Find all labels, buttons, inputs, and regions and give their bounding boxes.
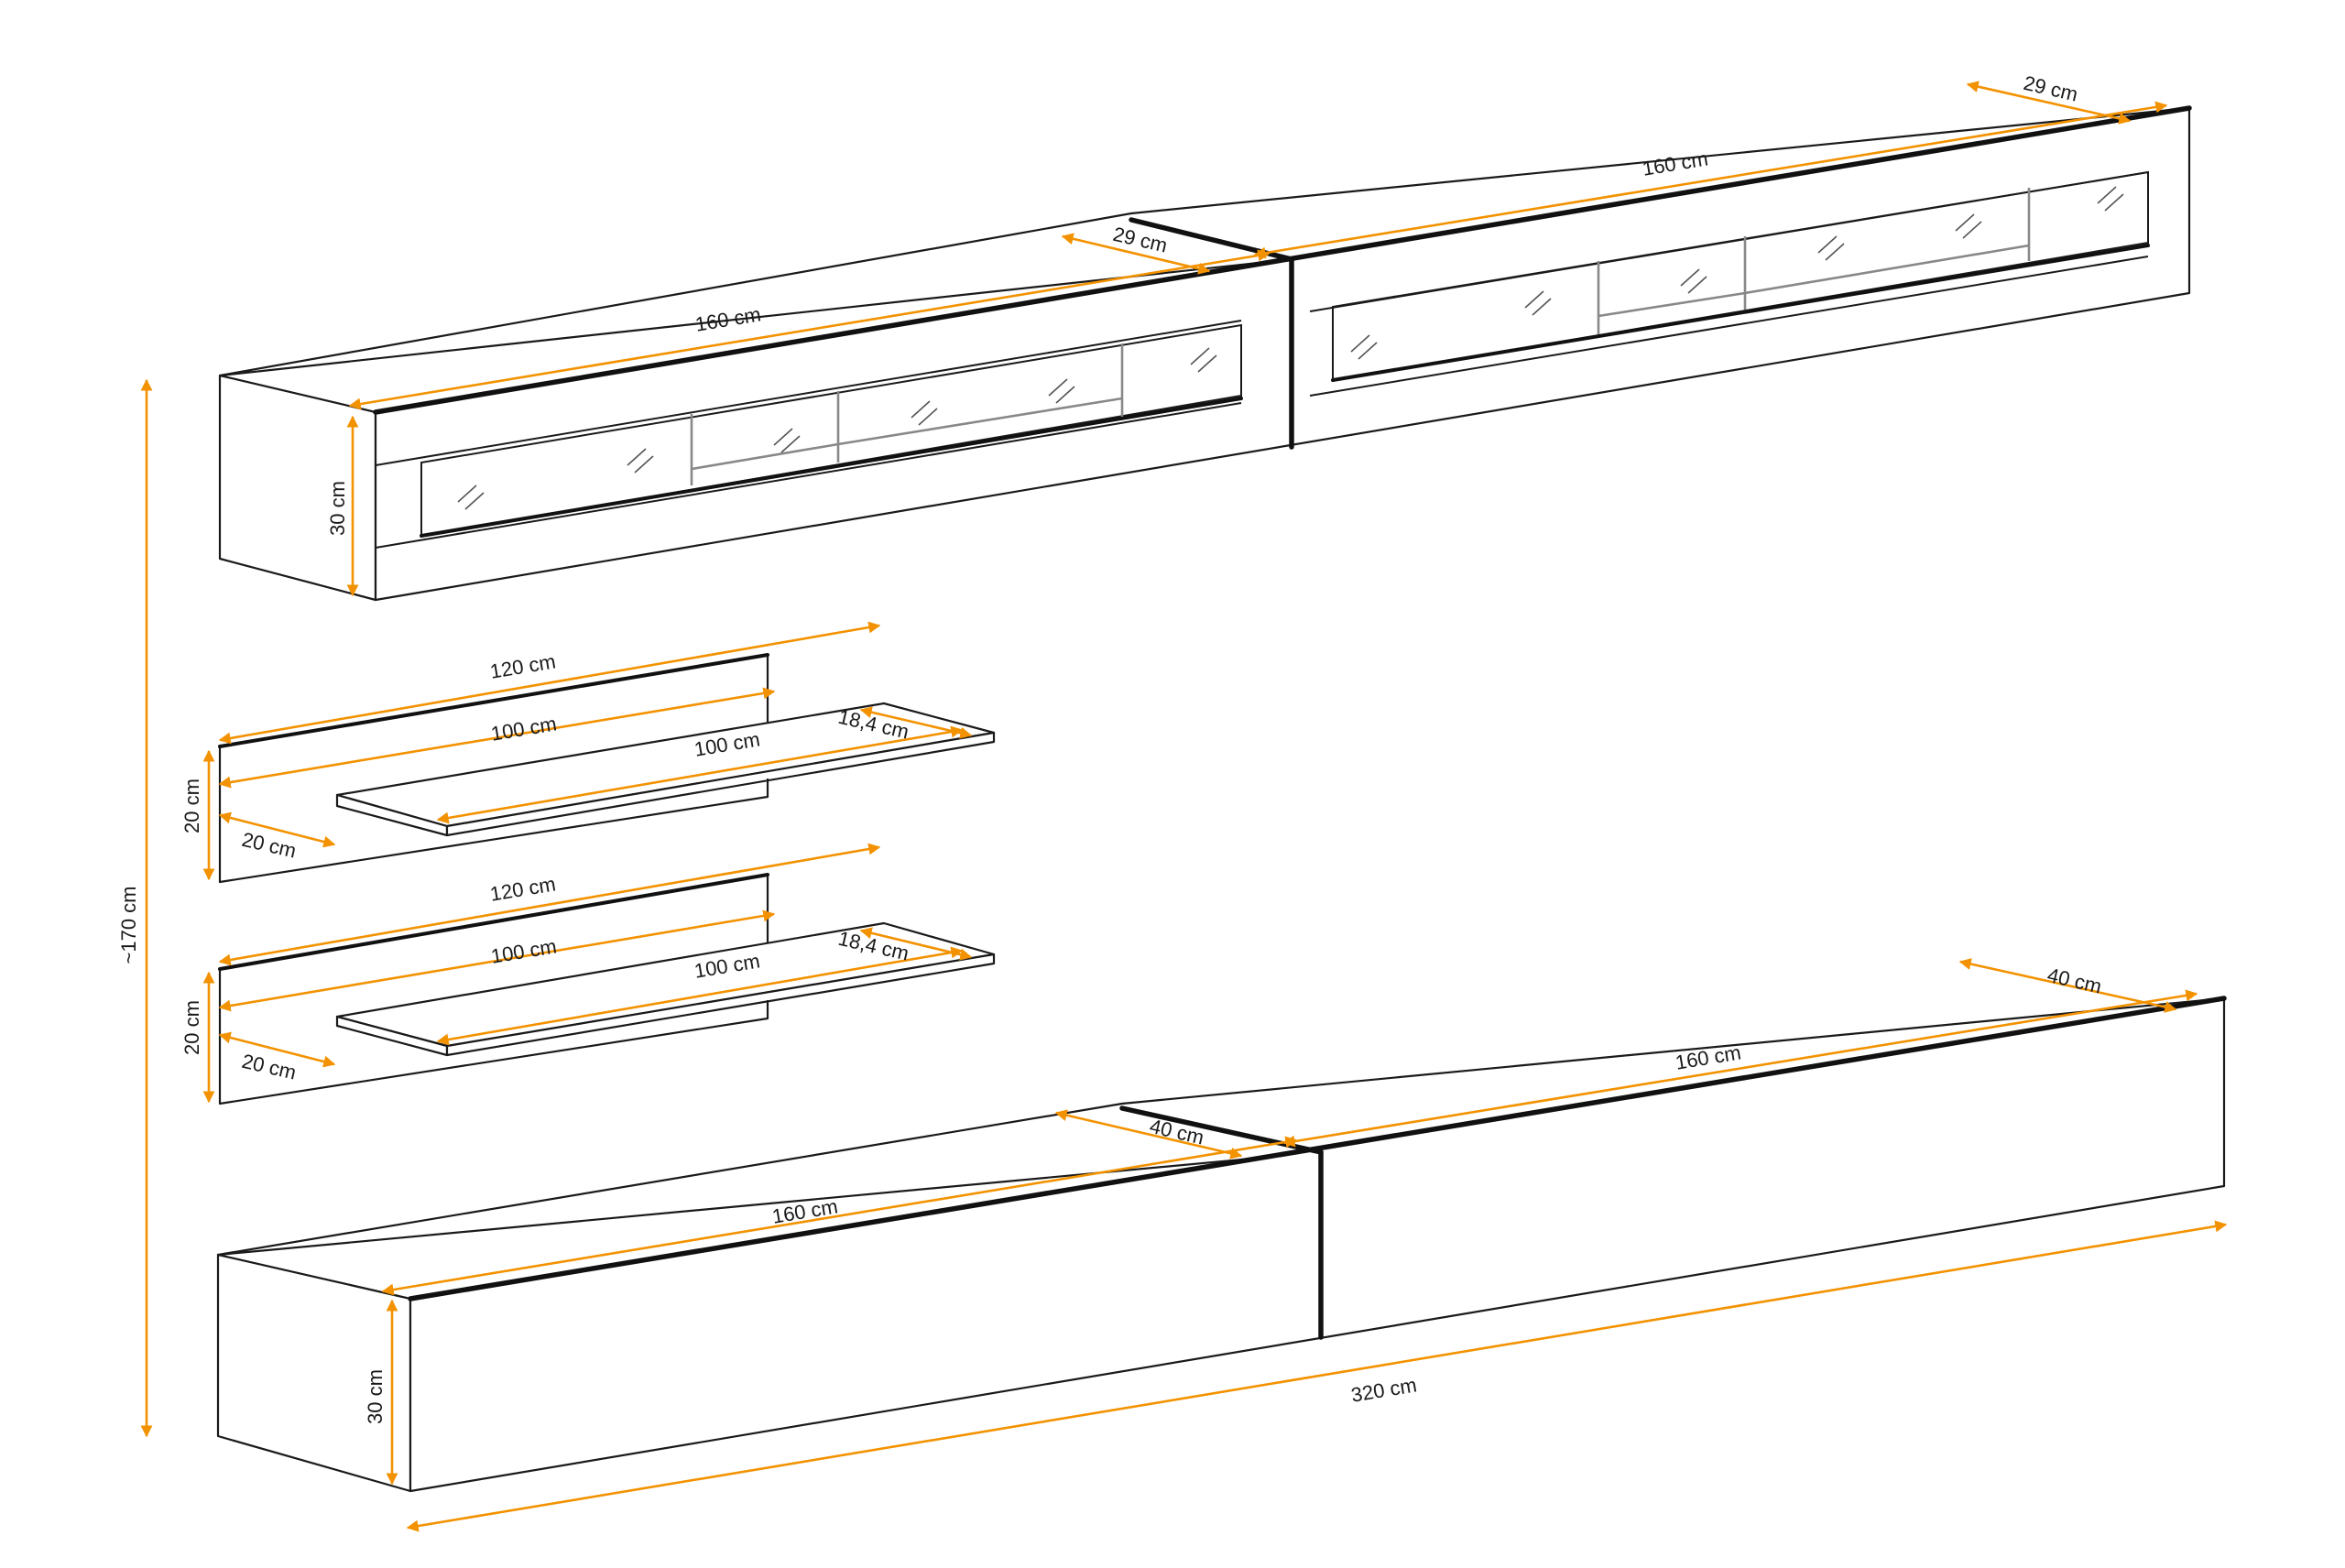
top-wall-cabinets: 160 cm 160 cm 29 cm 29 cm 30 cm xyxy=(218,71,2192,602)
shelf1-back-width-label: 120 cm xyxy=(488,649,557,682)
bottom-right-depth-label: 40 cm xyxy=(2045,964,2104,998)
top-right-depth-label: 29 cm xyxy=(2022,71,2080,106)
bottom-total-width-label: 320 cm xyxy=(1349,1373,1418,1406)
overall-height-dimension: ~170 cm xyxy=(117,378,153,1438)
bottom-tv-cabinets: 160 cm 160 cm 40 cm 40 cm 30 cm 320 cm xyxy=(216,958,2228,1532)
shelf2-back-width-label: 120 cm xyxy=(488,872,557,905)
shelf-set-2: 120 cm 100 cm 100 cm 18,4 cm 20 cm 20 cm xyxy=(180,843,996,1105)
shelf-set-1: 120 cm 100 cm 100 cm 18,4 cm 20 cm 20 cm xyxy=(180,621,996,884)
top-height-label: 30 cm xyxy=(326,481,349,536)
total-height-label: ~170 cm xyxy=(117,887,140,964)
shelf2-height-label: 20 cm xyxy=(180,1000,203,1055)
shelf1-height-label: 20 cm xyxy=(180,779,203,833)
bottom-height-label: 30 cm xyxy=(364,1369,387,1424)
